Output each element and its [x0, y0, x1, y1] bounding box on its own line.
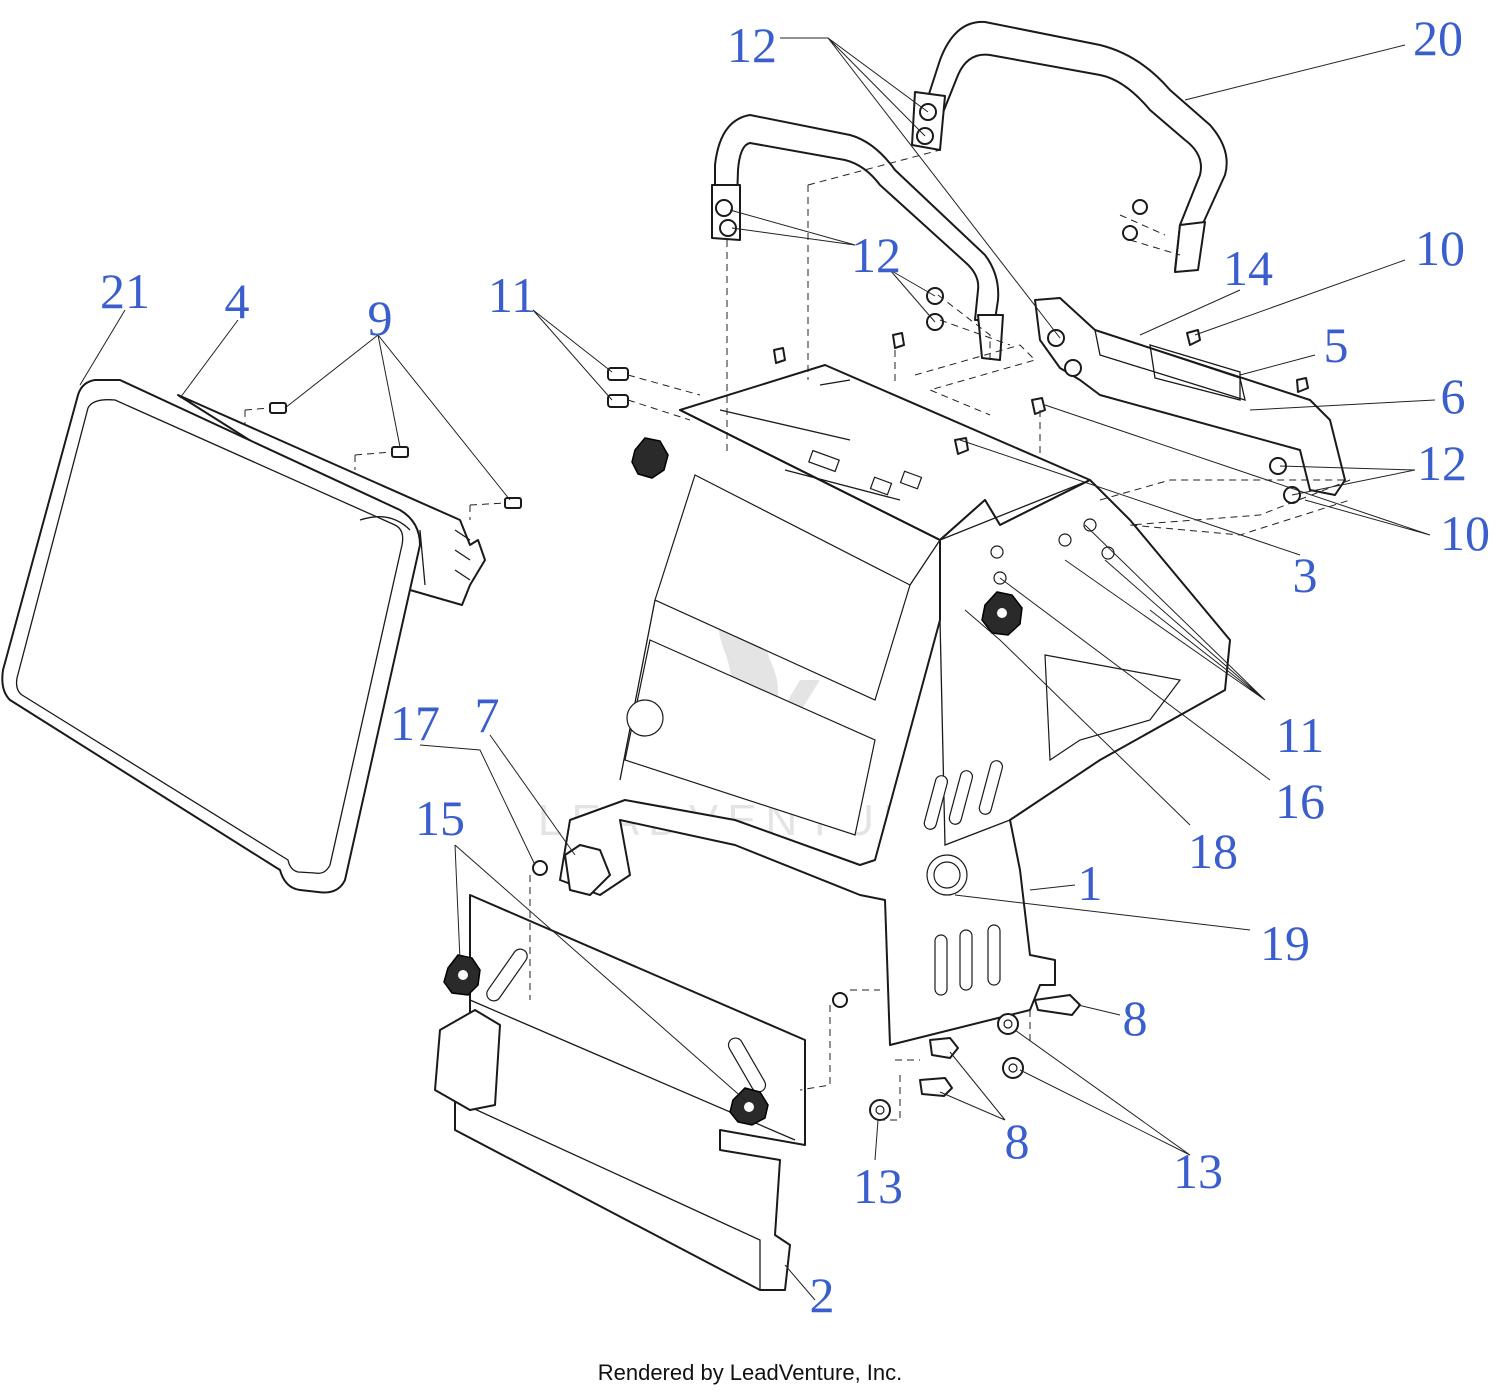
callout-7: 7 [475, 687, 500, 743]
knob-15-right [729, 1087, 769, 1126]
knob-top-left [631, 437, 669, 479]
callout-1: 1 [1078, 855, 1103, 911]
callout-13b: 13 [1173, 1143, 1223, 1199]
dash-panel-part-5 [1034, 297, 1346, 496]
callout-11a: 11 [488, 267, 536, 323]
main-frame-part-1 [559, 364, 1231, 1046]
callout-11b: 11 [1276, 707, 1324, 763]
callout-6: 6 [1441, 368, 1466, 424]
callout-13a: 13 [853, 1158, 903, 1214]
callout-8a: 8 [1123, 990, 1148, 1046]
bracket-part-7 [564, 844, 611, 896]
callout-2: 2 [810, 1267, 835, 1323]
washer-13-group [532, 860, 1024, 1121]
screw-9-group [244, 402, 522, 520]
callout-20: 20 [1413, 10, 1463, 66]
callout-12b: 12 [851, 227, 901, 283]
footer-credit: Rendered by LeadVenture, Inc. [597, 1360, 903, 1385]
callout-10a: 10 [1415, 220, 1465, 276]
bolt-10-group [773, 329, 1309, 455]
callout-9: 9 [368, 290, 393, 346]
callout-17: 17 [390, 695, 440, 751]
callout-18: 18 [1188, 823, 1238, 879]
callout-8b: 8 [1005, 1113, 1030, 1169]
lower-cover-part-2 [434, 894, 806, 1291]
knob-15-left [443, 954, 481, 996]
callout-5: 5 [1324, 317, 1349, 373]
callout-16: 16 [1275, 773, 1325, 829]
callout-14: 14 [1223, 240, 1273, 296]
callout-21: 21 [100, 263, 150, 319]
bolt-11-group [607, 367, 629, 408]
seat-cushion-part-21 [1, 379, 486, 894]
callout-15: 15 [415, 790, 465, 846]
knob-18 [981, 591, 1023, 636]
pin-8-group [919, 994, 1081, 1097]
callout-12c: 12 [1417, 435, 1467, 491]
callouts: 12 20 12 14 10 5 6 12 10 3 21 4 9 11 11 16 18 17 715 1 19 8 8 1… [100, 10, 1490, 1323]
callout-3: 3 [1293, 547, 1318, 603]
callout-4: 4 [225, 273, 250, 329]
callout-12a: 12 [727, 17, 777, 73]
callout-10b: 10 [1440, 505, 1490, 561]
callout-19: 19 [1260, 915, 1310, 971]
leader-lines [79, 37, 1436, 1301]
